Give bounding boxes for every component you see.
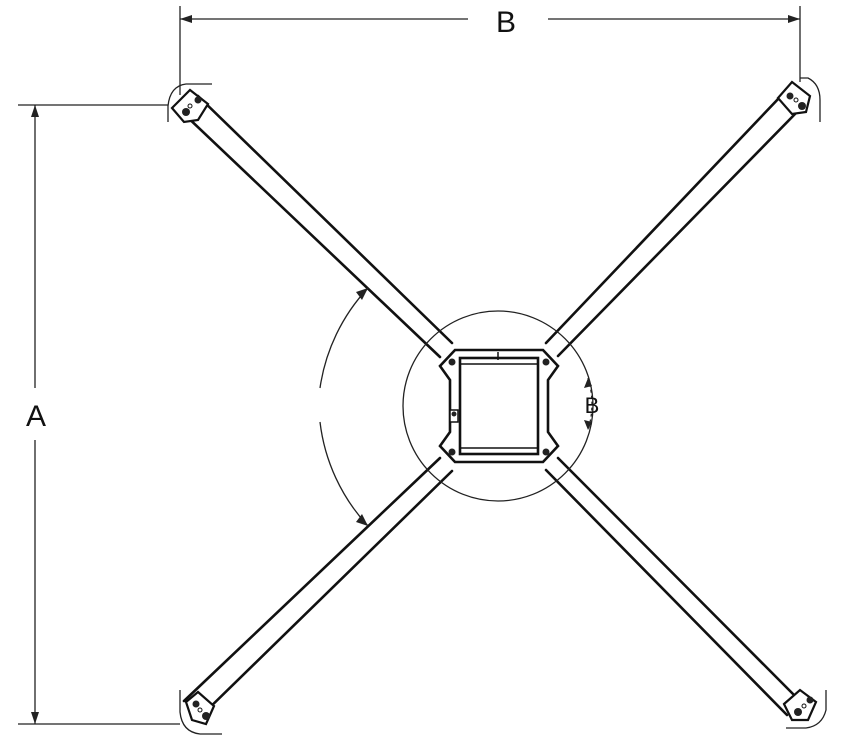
- angle-arc: [319, 287, 369, 527]
- foot-bottom-left: [179, 690, 222, 735]
- foot-top-left: [167, 83, 212, 124]
- arm-bottom-right: [544, 456, 802, 717]
- arm-bottom-left: [182, 456, 454, 719]
- hub-circle: [402, 310, 594, 502]
- arm-top-left: [180, 94, 454, 359]
- feet: [167, 77, 827, 735]
- arms: [180, 94, 802, 719]
- arm-top-right: [544, 95, 799, 358]
- foot-top-right: [776, 77, 821, 122]
- height-dimension: A: [18, 104, 180, 725]
- rotation-indicator: B: [584, 377, 600, 431]
- column-box: [458, 356, 540, 456]
- foot-bottom-right: [782, 688, 827, 729]
- rotation-label: B: [585, 393, 600, 418]
- width-dimension: B: [179, 6, 801, 95]
- width-dimension-label: B: [496, 6, 516, 39]
- height-dimension-label: A: [26, 400, 46, 433]
- center-hub: [402, 310, 594, 502]
